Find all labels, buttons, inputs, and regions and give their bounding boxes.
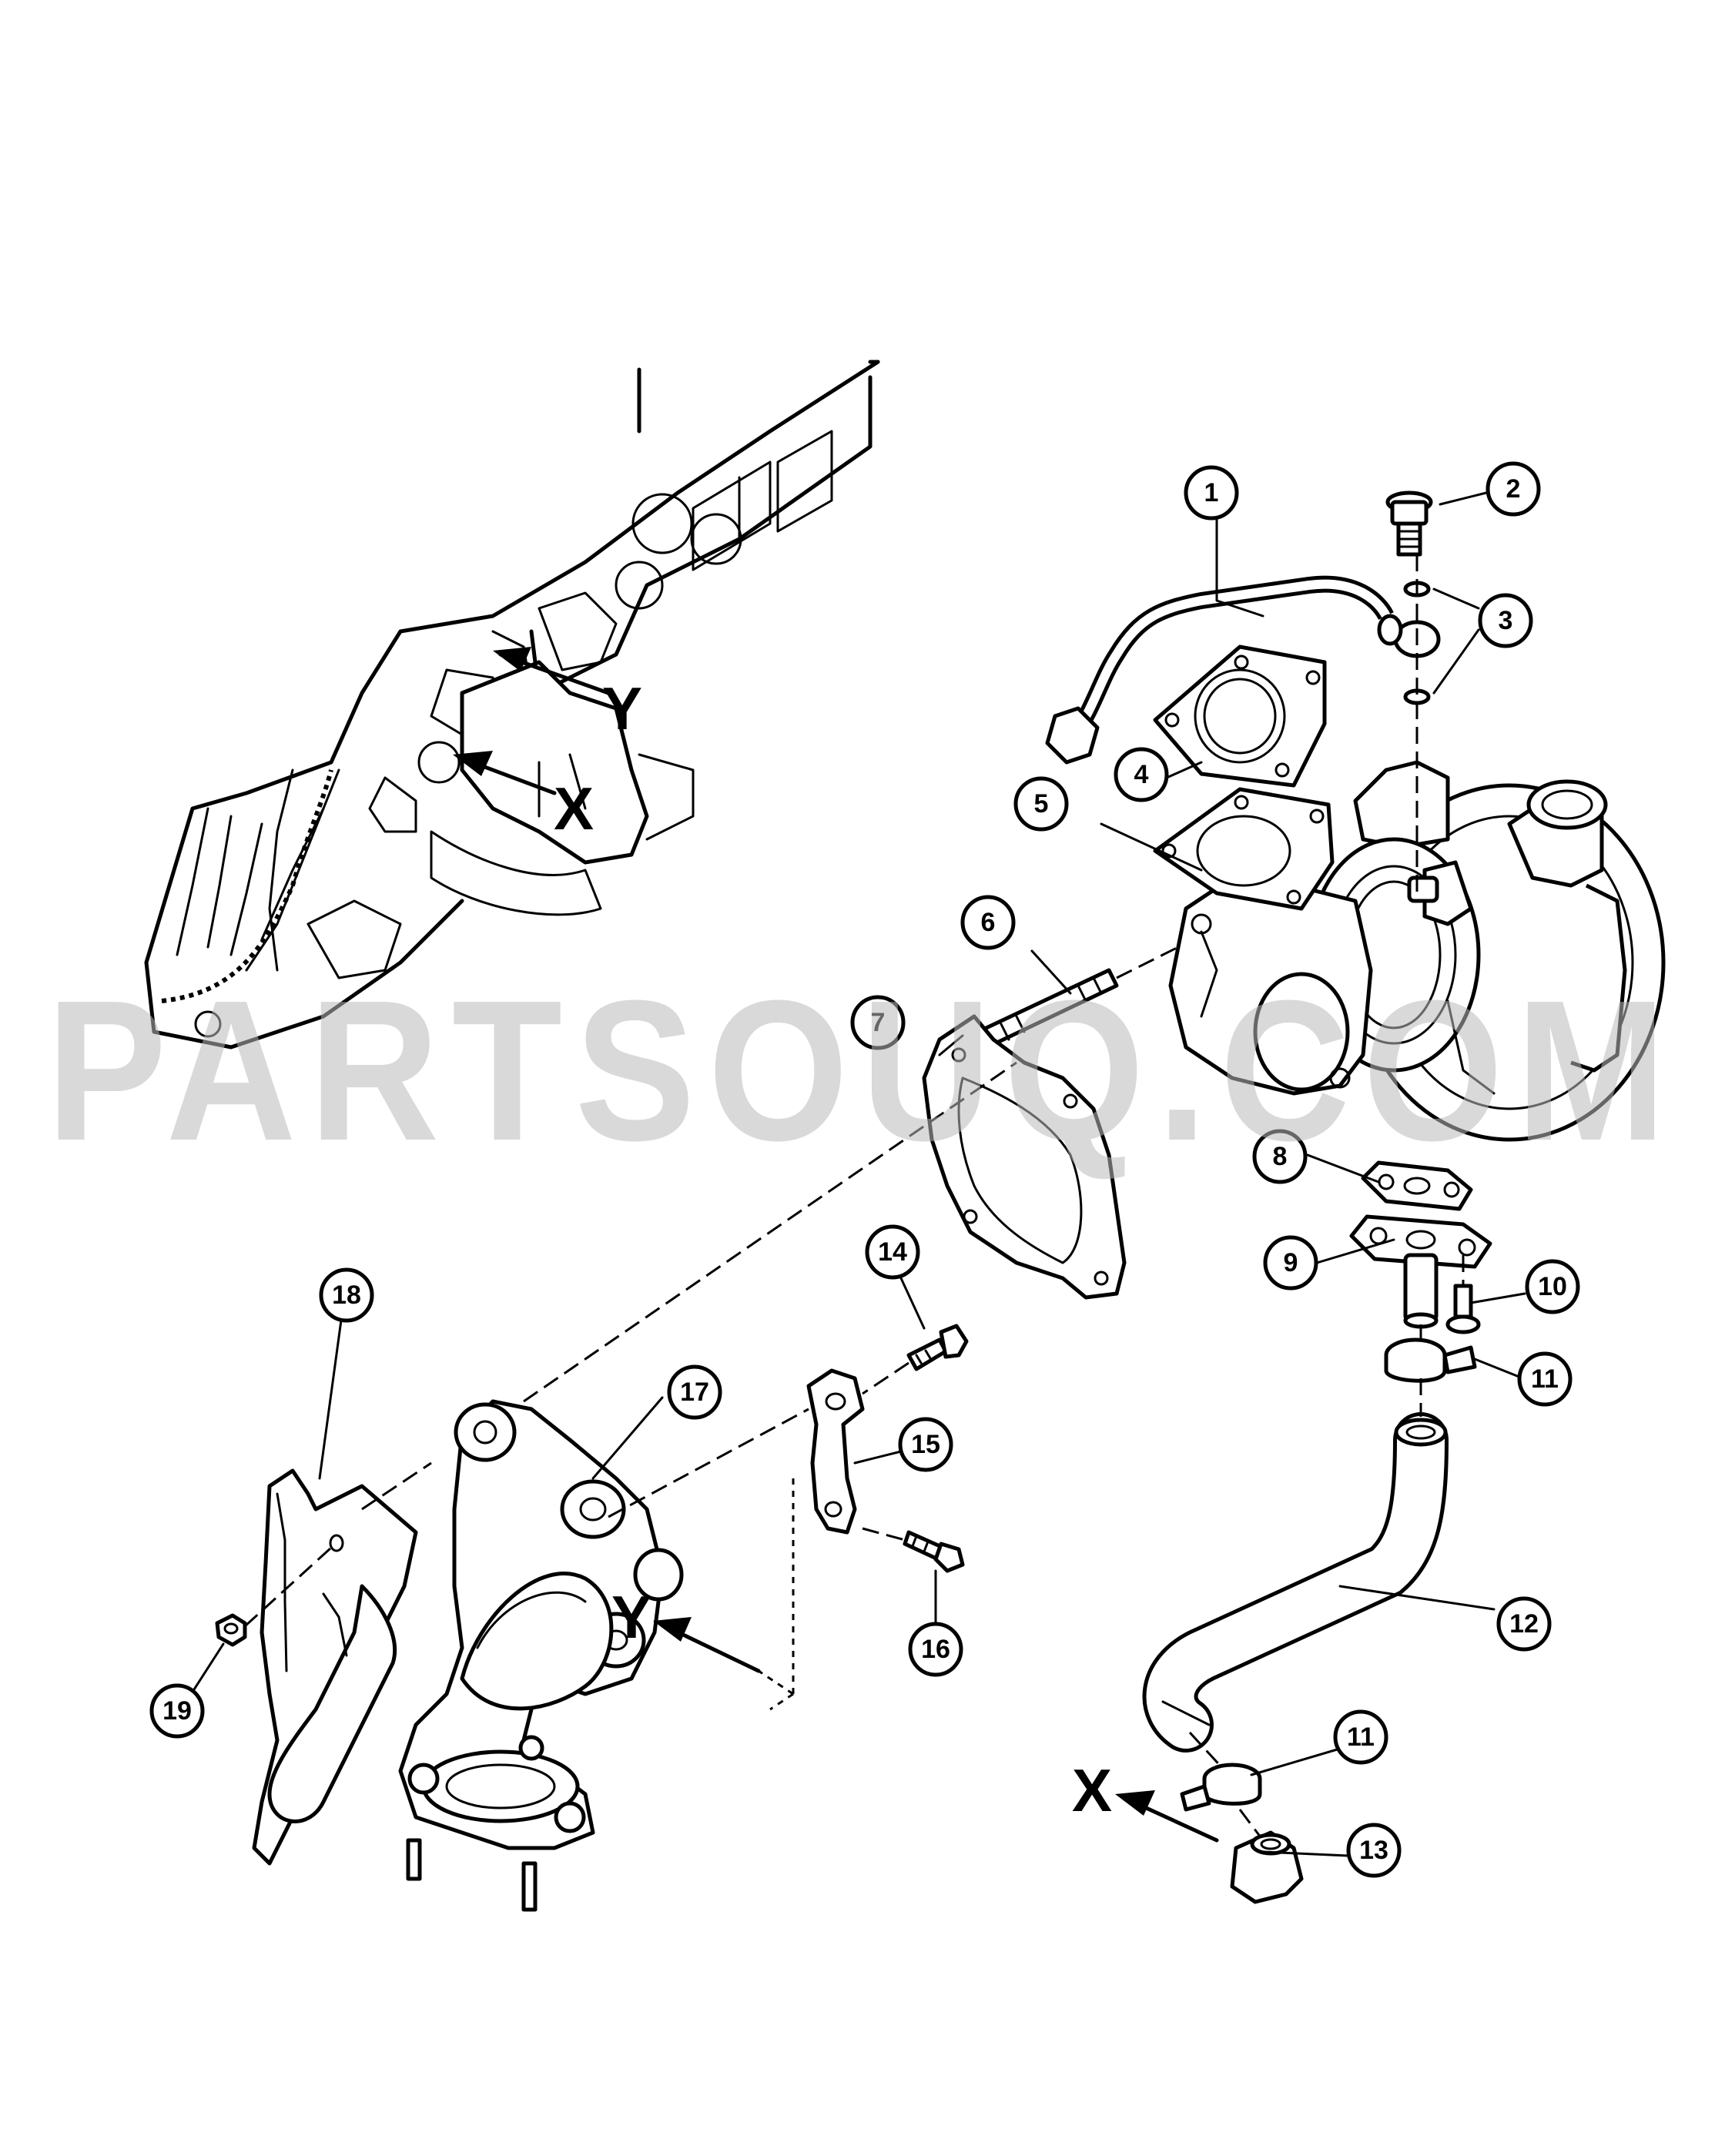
oil-feed-tube [1045,575,1441,765]
callout-13: 13 [1346,1823,1402,1878]
callout-12-label: 12 [1509,1609,1539,1639]
callout-18-label: 18 [332,1281,361,1310]
callout-9-label: 9 [1284,1248,1298,1277]
callout-4-label: 4 [1134,760,1149,789]
banjo-bolt [1385,490,1433,557]
callout-10-label: 10 [1538,1272,1567,1301]
heat-shield [252,1461,432,1866]
outlet-gasket [922,1014,1127,1300]
callout-6-label: 6 [981,908,996,937]
view-label-y-upper: Y [602,675,642,742]
exhaust-elbow [398,1061,1017,1912]
view-arrow-x-upper [453,751,557,795]
view-arrow-y-upper [493,647,611,695]
turbo-inlet-gasket [1153,644,1327,788]
oil-drain-gasket [1361,1160,1473,1211]
turbocharger-assembly [1168,760,1666,1142]
view-label-x-upper: X [554,775,594,842]
turbo-mounting-flange [1153,787,1335,911]
callout-7: 7 [850,995,906,1050]
hose-clamp-lower [1180,1763,1264,1841]
callout-11-upper-label: 11 [1531,1364,1559,1394]
callout-2: 2 [1486,461,1541,517]
callout-19-label: 19 [162,1696,192,1726]
callout-16-label: 16 [921,1635,950,1664]
callout-1: 1 [1184,465,1239,521]
callout-15-label: 15 [911,1430,940,1459]
bracket-bolt [862,1324,969,1395]
callout-11-lower-label: 11 [1347,1722,1375,1752]
heat-shield-nut [215,1546,333,1647]
callout-3-label: 3 [1499,606,1513,635]
view-arrow-x-lower [1115,1790,1219,1843]
callout-16: 16 [908,1622,963,1677]
view-label-x-lower: X [1072,1756,1112,1824]
callout-13-label: 13 [1359,1836,1388,1865]
callout-11-lower: 11 [1333,1709,1388,1765]
drain-fitting [1230,1830,1304,1904]
callout-14: 14 [865,1224,920,1280]
support-bracket [769,1368,865,1711]
callout-15: 15 [898,1417,953,1472]
callout-10: 10 [1525,1259,1580,1314]
callout-6: 6 [960,895,1016,950]
sealing-washers [1403,554,1431,893]
callout-3: 3 [1478,593,1533,648]
callout-5-label: 5 [1034,789,1049,819]
callout-18: 18 [319,1267,374,1323]
bracket-lower-bolt [862,1527,965,1573]
callout-2-label: 2 [1506,474,1521,504]
oil-drain-flange [1349,1214,1492,1329]
engine-block-illustration [144,360,880,1050]
callout-7-label: 7 [871,1008,886,1037]
callout-5: 5 [1013,776,1069,832]
callout-12: 12 [1496,1596,1552,1652]
callout-19: 19 [149,1683,205,1739]
callout-11-upper: 11 [1517,1351,1573,1407]
hose-clamp-upper [1384,1324,1477,1383]
callout-8: 8 [1252,1129,1308,1184]
callout-8-label: 8 [1273,1142,1288,1171]
oil-drain-hose [1142,1378,1449,1780]
view-arrow-y-lower [653,1617,794,1696]
callout-17-label: 17 [680,1378,709,1407]
view-label-y-lower: Y [611,1583,651,1651]
callout-14-label: 14 [878,1237,907,1267]
callout-9: 9 [1263,1235,1318,1291]
drain-flange-bolt [1445,1255,1481,1334]
callout-4: 4 [1114,747,1169,802]
watermark-text: PARTSOUQ.COM [46,959,1679,1183]
callout-1-label: 1 [1204,478,1219,507]
callout-17: 17 [667,1364,722,1420]
